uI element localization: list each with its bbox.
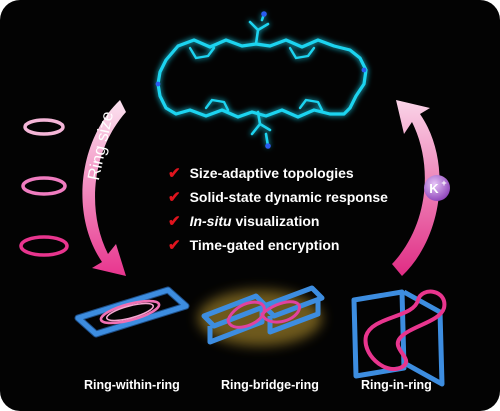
check-icon: ✔ (168, 189, 181, 206)
feature-size-adaptive: ✔ Size-adaptive topologies (168, 164, 354, 182)
check-icon: ✔ (168, 213, 181, 230)
check-icon: ✔ (168, 165, 181, 182)
feature-text: Time-gated encryption (189, 237, 340, 253)
feature-time-gated: ✔ Time-gated encryption (168, 236, 339, 254)
caption-ring-bridge-ring: Ring-bridge-ring (221, 378, 319, 392)
caption-ring-within-ring: Ring-within-ring (84, 378, 180, 392)
molecule-heteroatoms (155, 11, 367, 149)
large-ring (19, 235, 69, 257)
left-curved-arrow (82, 100, 126, 276)
ion-symbol: K (429, 181, 439, 196)
feature-text: Solid-state dynamic response (189, 189, 388, 205)
feature-text: Size-adaptive topologies (189, 165, 354, 181)
medium-ring (21, 176, 67, 196)
check-icon: ✔ (168, 237, 181, 254)
feature-text-italic: In-situ (189, 213, 232, 229)
ring-size-rings (19, 118, 69, 257)
feature-solid-state: ✔ Solid-state dynamic response (168, 188, 388, 206)
right-curved-arrow (392, 100, 440, 276)
potassium-ion: K + (424, 175, 450, 201)
macrocycle-molecule (156, 12, 368, 148)
small-ring (23, 118, 65, 136)
feature-in-situ: ✔ In-situ visualization (168, 212, 320, 230)
ring-bridge-ring-model (198, 285, 325, 346)
caption-ring-in-ring: Ring-in-ring (361, 378, 432, 392)
feature-text: visualization (231, 213, 320, 229)
ion-charge: + (441, 178, 446, 188)
ring-within-ring-model (74, 286, 190, 338)
ring-in-ring-model (351, 289, 447, 387)
